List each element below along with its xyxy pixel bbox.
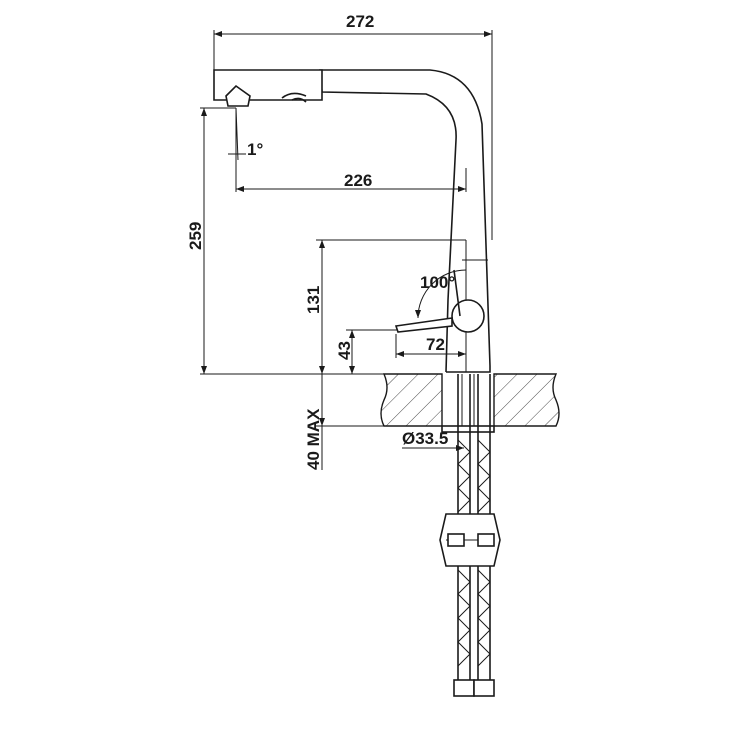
dimension-lever-length: 72 — [395, 334, 466, 358]
mounting-hole-label: Ø33.5 — [402, 429, 448, 448]
dimension-counter-thickness: 40 MAX — [200, 373, 384, 470]
lever-rotation-label: 100° — [420, 273, 455, 292]
overall-width-label: 272 — [346, 12, 374, 31]
handle-height-label: 131 — [304, 286, 323, 314]
dimension-spout-reach: 226 — [235, 108, 467, 192]
spout-angle-label: 1° — [247, 140, 263, 159]
outlet-height-label: 259 — [186, 222, 205, 250]
dimension-overall-width: 272 — [213, 12, 493, 240]
dimension-lever-height: 43 — [335, 329, 398, 374]
lever-length-label: 72 — [426, 335, 445, 354]
faucet-body — [213, 69, 491, 373]
dimension-outlet-height: 259 — [186, 107, 236, 374]
dimension-handle-height: 131 — [304, 239, 466, 374]
mounting-shank — [441, 374, 495, 433]
dimension-spout-angle: 1° — [228, 107, 263, 161]
counter-thickness-label: 40 MAX — [304, 408, 323, 470]
spout-reach-label: 226 — [344, 171, 372, 190]
dimension-lever-rotation: 100° — [415, 269, 467, 319]
lever-height-label: 43 — [335, 341, 354, 360]
dimension-mounting-hole: Ø33.5 — [402, 429, 464, 451]
hose-connector — [439, 513, 501, 567]
countertop-section — [380, 373, 560, 427]
